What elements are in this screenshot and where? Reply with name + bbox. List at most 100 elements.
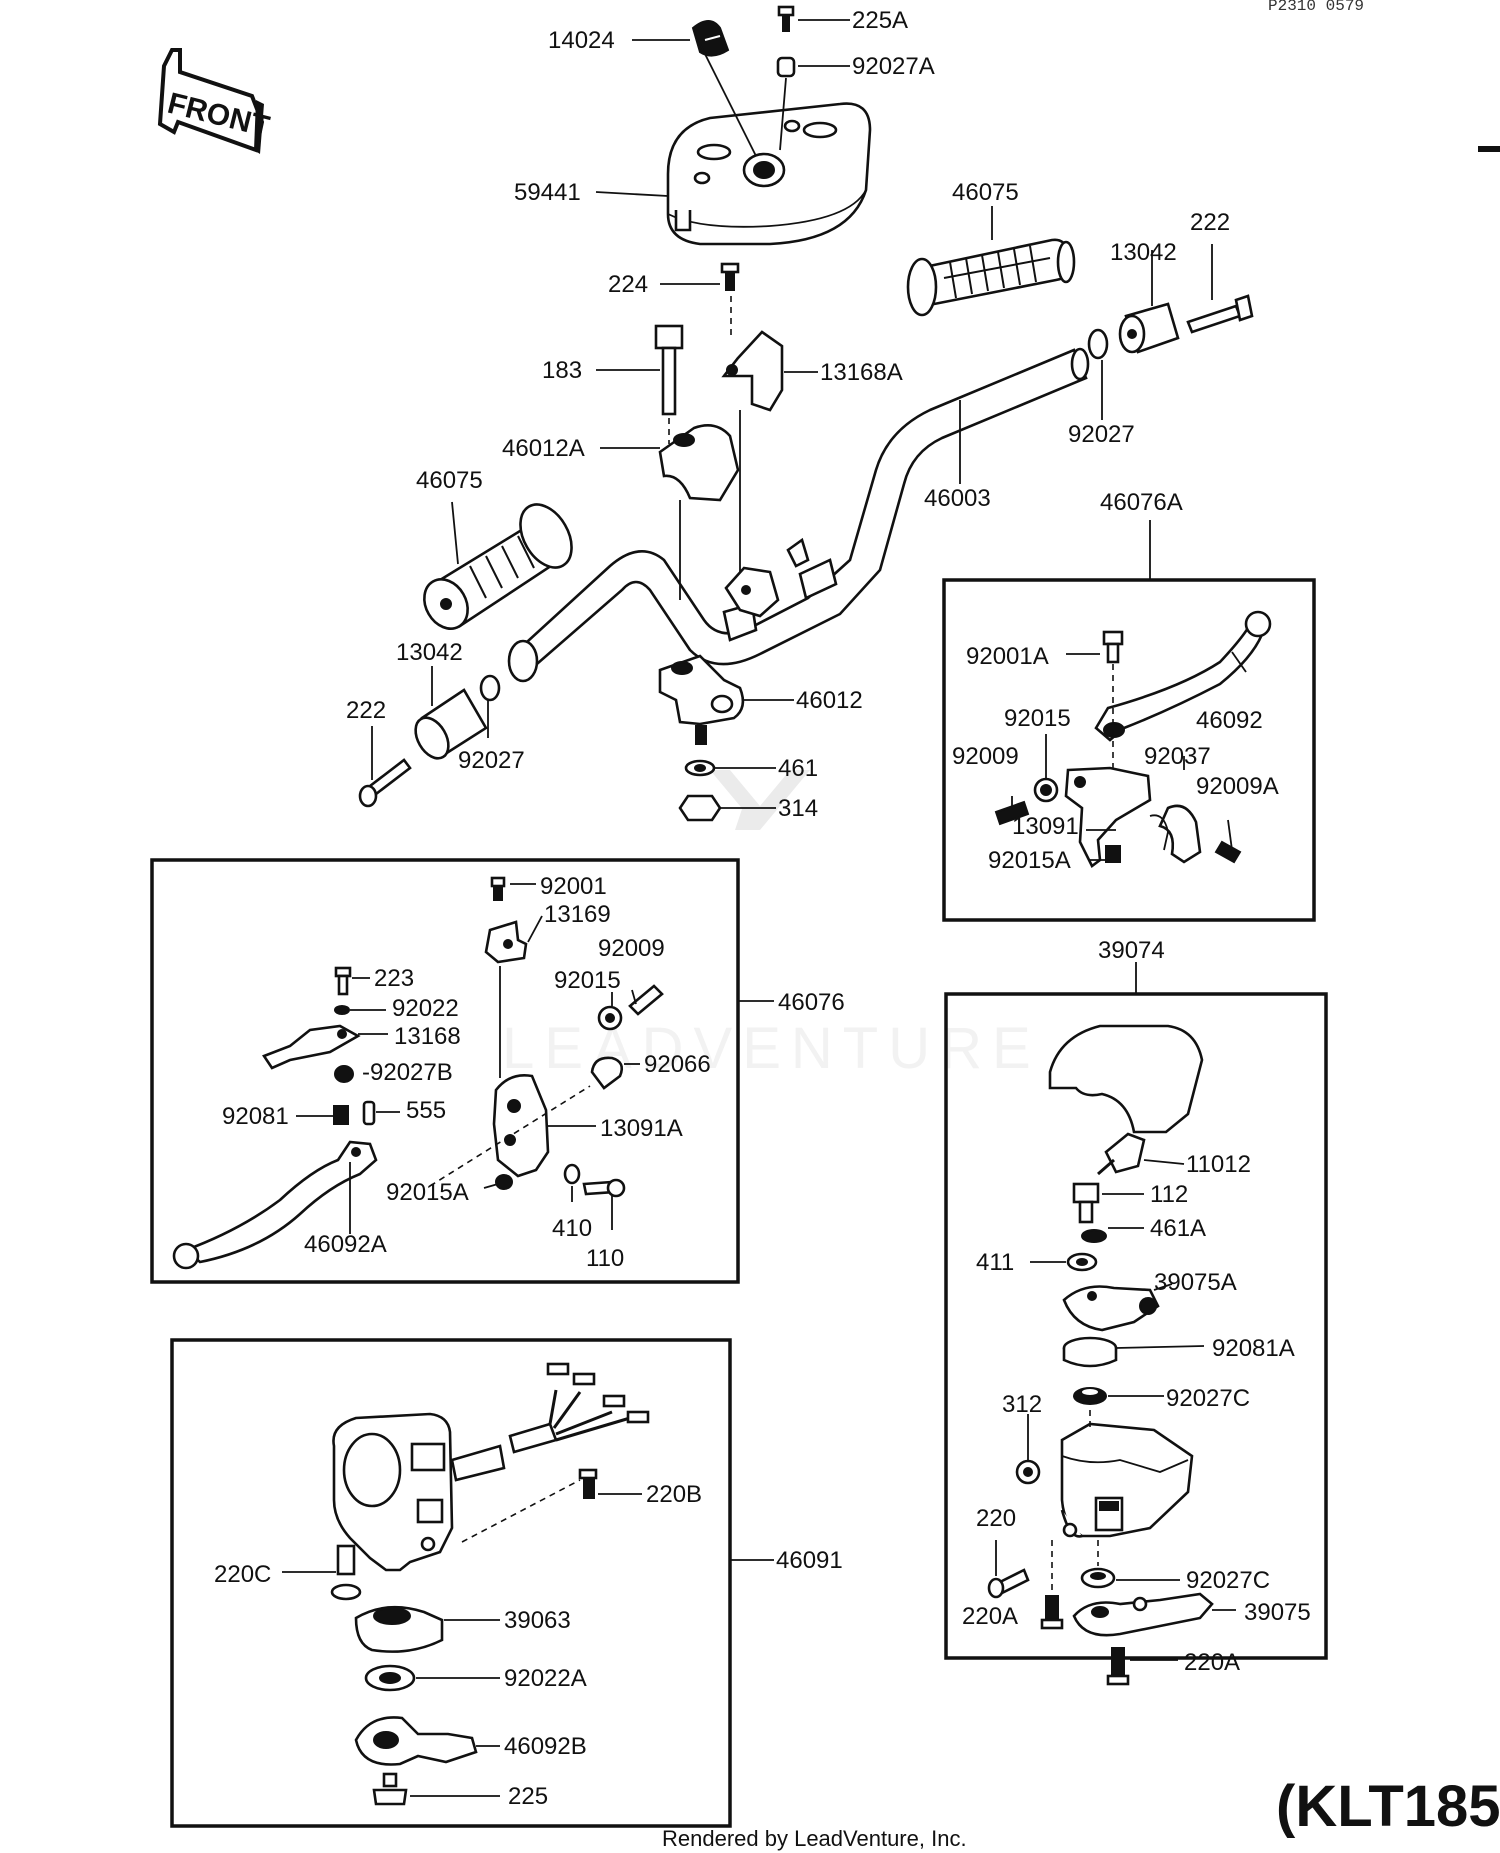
label-461A: 461A	[1150, 1215, 1206, 1242]
label-39075: 39075	[1244, 1599, 1311, 1626]
box-46076A	[942, 578, 1316, 922]
label-92037: 92037	[1144, 743, 1211, 770]
label-92027B: -92027B	[362, 1059, 453, 1086]
label-220: 220	[976, 1505, 1016, 1532]
screw-224	[720, 262, 740, 291]
box-46091	[170, 1338, 732, 1828]
label-220A-bottom: 220A	[1184, 1649, 1240, 1676]
label-46012A: 46012A	[502, 435, 585, 462]
screw-225A	[777, 5, 795, 32]
label-13168: 13168	[394, 1023, 461, 1050]
screw-220C	[330, 1544, 362, 1601]
label-92066: 92066	[644, 1051, 711, 1078]
label-13168A: 13168A	[820, 359, 903, 386]
label-222-left: 222	[346, 697, 386, 724]
label-110: 110	[586, 1245, 624, 1272]
cover-39074	[1048, 1024, 1204, 1134]
label-92081: 92081	[222, 1103, 289, 1130]
box-46076	[150, 858, 740, 1284]
label-225A: 225A	[852, 7, 908, 34]
label-39063: 39063	[504, 1607, 571, 1634]
handlebar-46003	[507, 347, 1090, 683]
grommet-92027A	[776, 56, 796, 78]
label-410: 410	[552, 1215, 592, 1242]
label-13042-right: 13042	[1110, 239, 1177, 266]
label-92027-right: 92027	[1068, 421, 1135, 448]
label-13091A: 13091A	[600, 1115, 683, 1142]
nut-92015A-left	[495, 1174, 513, 1190]
screw-220B	[578, 1468, 598, 1499]
label-92022: 92022	[392, 995, 459, 1022]
nut-92015A	[1105, 845, 1121, 863]
label-92081A: 92081A	[1212, 1335, 1295, 1362]
label-220A-left: 220A	[962, 1603, 1018, 1630]
label-46012: 46012	[796, 687, 863, 714]
label-223: 223	[374, 965, 414, 992]
lever-46092A	[172, 1140, 378, 1270]
holder-13091A	[492, 1074, 550, 1178]
screw-220A-bottom	[1106, 1647, 1130, 1686]
label-220B: 220B	[646, 1481, 702, 1508]
label-555: 555	[406, 1097, 446, 1124]
spring-92081A	[1062, 1336, 1118, 1368]
plate-13169	[484, 920, 528, 964]
seal-92027C-bottom	[1080, 1567, 1116, 1589]
label-312: 312	[1002, 1391, 1042, 1418]
label-92015A-right: 92015A	[988, 847, 1071, 874]
cable-11012	[1097, 1132, 1146, 1176]
label-13042-left: 13042	[396, 639, 463, 666]
label-46092A: 46092A	[304, 1231, 387, 1258]
label-92001: 92001	[540, 873, 607, 900]
stud-461	[695, 725, 707, 745]
clamp-13168A	[721, 330, 784, 412]
reference-code: P2310 0579	[1268, 0, 1364, 15]
cap-92066	[590, 1056, 624, 1090]
label-46075-right: 46075	[952, 179, 1019, 206]
washer-92022	[334, 1005, 350, 1015]
spring-92081	[333, 1105, 349, 1125]
pulley-39075	[1072, 1592, 1214, 1637]
label-92027C-bottom: 92027C	[1186, 1567, 1270, 1594]
label-92027A: 92027A	[852, 53, 935, 80]
front-arrow-icon: FRONT	[157, 48, 273, 154]
bolt-222-right	[1186, 294, 1254, 334]
label-46003: 46003	[924, 485, 991, 512]
label-92022A: 92022A	[504, 1665, 587, 1692]
throttle-body	[1060, 1422, 1194, 1538]
label-112: 112	[1150, 1181, 1188, 1208]
adjuster-13168	[262, 1024, 361, 1070]
label-46092: 46092	[1196, 707, 1263, 734]
label-13169: 13169	[544, 901, 611, 928]
switch-housing-46091	[332, 1362, 650, 1572]
seal-92027C-top	[1073, 1387, 1107, 1405]
pin-555	[362, 1100, 376, 1126]
bolt-223	[334, 966, 352, 996]
label-220C: 220C	[214, 1561, 271, 1588]
bolt-222-left	[358, 758, 412, 808]
label-46092B: 46092B	[504, 1733, 587, 1760]
holder-46012	[658, 654, 745, 726]
bolt-92009-left	[628, 984, 664, 1016]
label-39074: 39074	[1098, 937, 1165, 964]
bolt-92001	[490, 876, 506, 901]
label-314: 314	[778, 795, 818, 822]
bolt-110	[582, 1178, 626, 1198]
throttle-case-39063	[354, 1605, 444, 1653]
label-39075A: 39075A	[1154, 1269, 1237, 1296]
bar-end-13042-left	[414, 688, 488, 760]
clamp-13091	[1149, 804, 1202, 864]
label-92015-left: 92015	[554, 967, 621, 994]
grip-46075-right	[906, 238, 1076, 317]
bolt-92009	[994, 800, 1030, 826]
label-46076A: 46076A	[1100, 489, 1183, 516]
bracket-92037	[1064, 766, 1152, 868]
label-225: 225	[508, 1783, 548, 1810]
label-92001A: 92001A	[966, 643, 1049, 670]
holder-46012A	[658, 424, 740, 502]
label-14024: 14024	[548, 27, 615, 54]
screw-220	[987, 1568, 1030, 1599]
screw-225	[372, 1772, 408, 1806]
washer-92027-left	[479, 674, 501, 702]
label-92009A: 92009A	[1196, 773, 1279, 800]
